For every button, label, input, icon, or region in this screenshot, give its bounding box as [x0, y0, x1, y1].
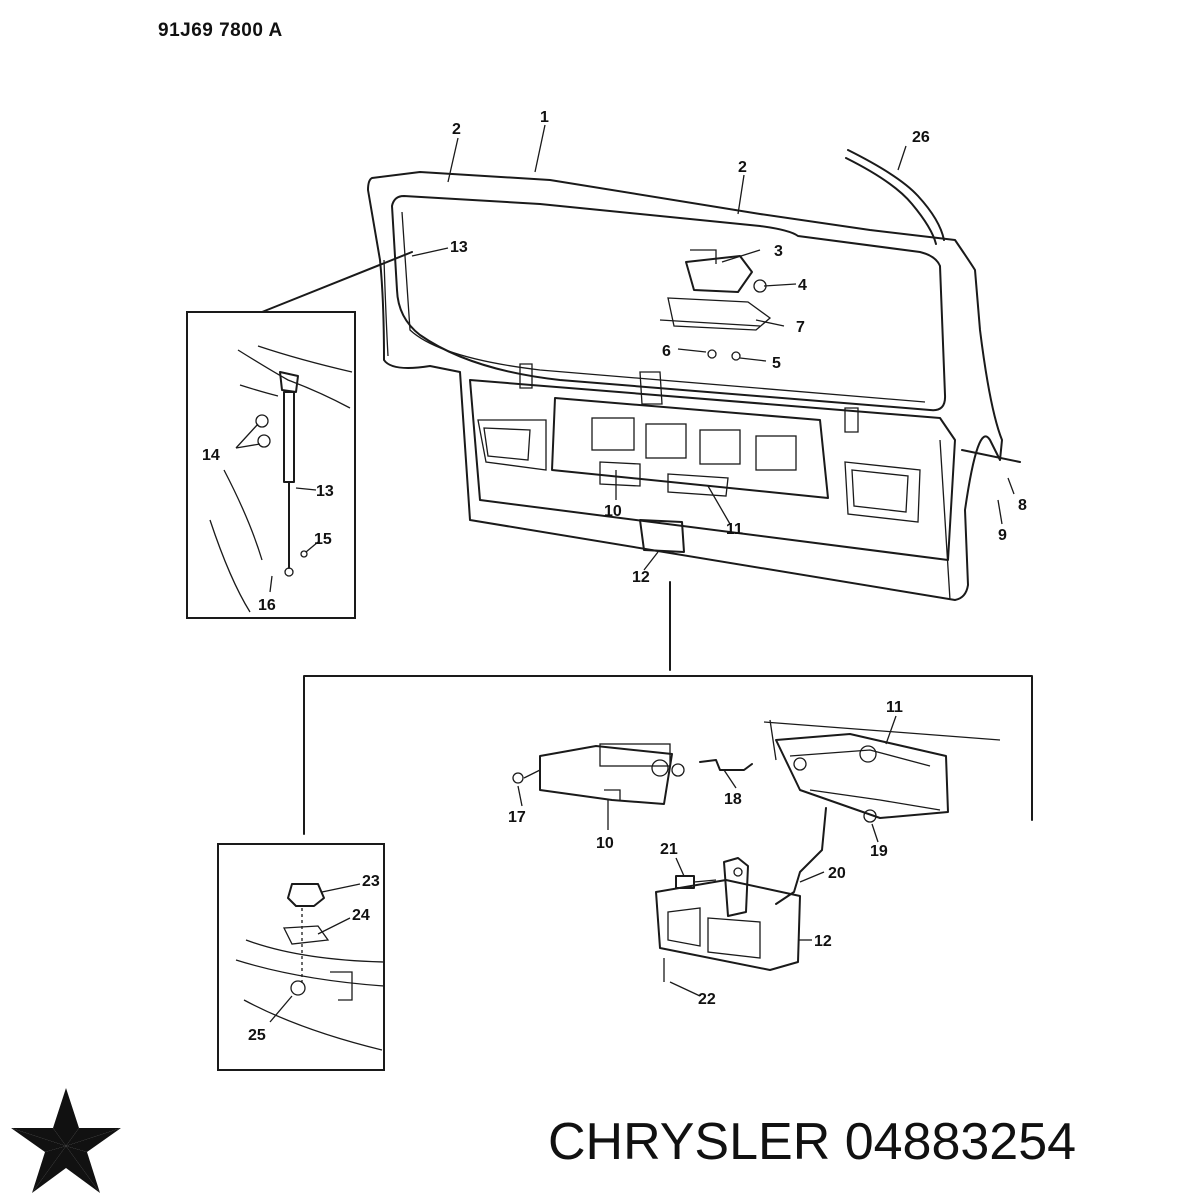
callout-14: 14 [202, 447, 220, 464]
callout-labels: 1 2 2 3 4 5 6 7 8 9 10 11 12 13 13 14 15… [202, 109, 1027, 1044]
striker-inset [217, 843, 385, 1071]
liftgate-assembly [367, 171, 1021, 601]
callout-26: 26 [912, 129, 930, 146]
callout-2-right: 2 [738, 159, 747, 176]
callout-25: 25 [248, 1027, 266, 1044]
callout-8: 8 [1018, 497, 1027, 514]
callout-18: 18 [724, 791, 742, 808]
callout-20: 20 [828, 865, 846, 882]
strut-inset [186, 311, 356, 619]
callout-13-top: 13 [450, 239, 468, 256]
callout-5: 5 [772, 355, 781, 372]
callout-11-detail: 11 [886, 699, 903, 716]
callout-23: 23 [362, 873, 380, 890]
brand-name: CHRYSLER [548, 1113, 831, 1171]
callout-13-inset: 13 [316, 483, 334, 500]
callout-3: 3 [774, 243, 783, 260]
callout-15: 15 [314, 531, 332, 548]
part-number: 04883254 [844, 1113, 1077, 1171]
callout-16: 16 [258, 597, 276, 614]
callout-12-top: 12 [632, 569, 650, 586]
callout-2-left: 2 [452, 121, 461, 138]
callout-22: 22 [698, 991, 716, 1008]
callout-17: 17 [508, 809, 526, 826]
latch-detail [512, 715, 1001, 997]
callout-4: 4 [798, 277, 807, 294]
callout-9: 9 [998, 527, 1007, 544]
weatherstrip [845, 149, 945, 245]
callout-10-top: 10 [604, 503, 622, 520]
callout-6: 6 [662, 343, 671, 360]
callout-12-detail: 12 [814, 933, 832, 950]
callout-7: 7 [796, 319, 805, 336]
leader-lines [261, 124, 1033, 835]
hinge-detail [659, 249, 772, 361]
drawing-code: 91J69 7800 A [158, 20, 283, 41]
callout-10-detail: 10 [596, 835, 614, 852]
brand-part-label: CHRYSLER 04883254 [548, 1112, 1076, 1172]
callout-1: 1 [540, 109, 549, 126]
callout-11-top: 11 [726, 521, 743, 538]
callout-21: 21 [660, 841, 678, 858]
callout-24: 24 [352, 907, 370, 924]
chrysler-pentastar-logo [11, 1088, 121, 1193]
callout-19: 19 [870, 843, 888, 860]
